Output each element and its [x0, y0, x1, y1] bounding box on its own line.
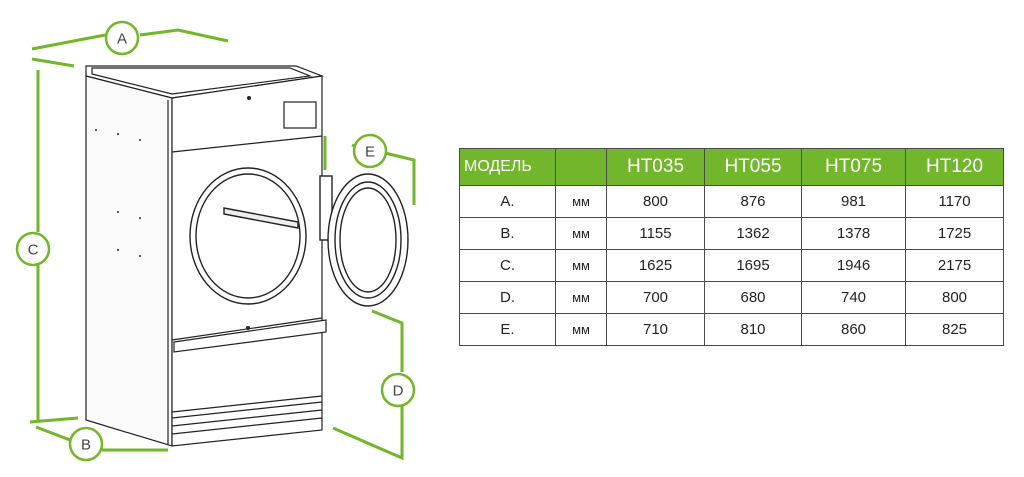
cell-value: 825 [905, 313, 1004, 346]
dryer-dimension-drawing: A C B E D [15, 20, 416, 462]
cell-value: 1946 [801, 249, 906, 282]
cell-value: 860 [801, 313, 906, 346]
cell-value: 740 [801, 281, 906, 314]
dimension-marker-b [68, 426, 104, 462]
cell-value: 680 [704, 281, 802, 314]
row-label: D. [459, 281, 556, 314]
dimension-lines [29, 28, 416, 461]
dimension-label-d: D [393, 383, 404, 400]
cell-value: 800 [905, 281, 1004, 314]
table-header-row: МОДЕЛЬ HT035 HT055 HT075 HT120 [459, 148, 1004, 186]
dimension-marker-e [352, 133, 388, 169]
cell-value: 800 [606, 185, 705, 218]
row-unit: мм [555, 249, 607, 282]
row-unit: мм [555, 217, 607, 250]
cell-value: 1625 [606, 249, 705, 282]
dimension-marker-c [15, 231, 51, 267]
row-unit: мм [555, 185, 607, 218]
row-label: E. [459, 313, 556, 346]
dimension-marker-a [104, 20, 140, 56]
table-row: D. мм 700 680 740 800 [459, 281, 1004, 314]
cell-value: 1170 [905, 185, 1004, 218]
cell-value: 1695 [704, 249, 802, 282]
table-row: B. мм 1155 1362 1378 1725 [459, 217, 1004, 250]
cell-value: 981 [801, 185, 906, 218]
header-model: МОДЕЛЬ [459, 148, 556, 186]
row-label: C. [459, 249, 556, 282]
table-row: A. мм 800 876 981 1170 [459, 185, 1004, 218]
header-ht120: HT120 [905, 148, 1004, 186]
dimension-label-a: A [117, 31, 127, 48]
cell-value: 700 [606, 281, 705, 314]
cell-value: 1378 [801, 217, 906, 250]
header-unit [555, 148, 607, 186]
dimension-label-e: E [365, 144, 375, 161]
row-label: A. [459, 185, 556, 218]
dryer-door [319, 173, 409, 307]
row-label: B. [459, 217, 556, 250]
drum-opening [189, 167, 307, 305]
header-ht075: HT075 [801, 148, 906, 186]
cell-value: 1362 [704, 217, 802, 250]
cell-value: 2175 [905, 249, 1004, 282]
row-unit: мм [555, 313, 607, 346]
dimension-label-c: C [28, 242, 39, 259]
dimension-markers [15, 20, 416, 462]
cell-value: 710 [606, 313, 705, 346]
cell-value: 1155 [606, 217, 705, 250]
cell-value: 810 [704, 313, 802, 346]
rivets [95, 96, 251, 330]
dimension-marker-d [380, 372, 416, 408]
cell-value: 1725 [905, 217, 1004, 250]
dimension-label-b: B [81, 437, 91, 454]
table-row: C. мм 1625 1695 1946 2175 [459, 249, 1004, 282]
row-unit: мм [555, 281, 607, 314]
header-ht035: HT035 [606, 148, 705, 186]
table-row: E. мм 710 810 860 825 [459, 313, 1004, 346]
dryer-body [85, 65, 327, 447]
cell-value: 876 [704, 185, 802, 218]
header-ht055: HT055 [704, 148, 802, 186]
dimensions-table: МОДЕЛЬ HT035 HT055 HT075 HT120 A. мм 800… [459, 148, 1004, 346]
